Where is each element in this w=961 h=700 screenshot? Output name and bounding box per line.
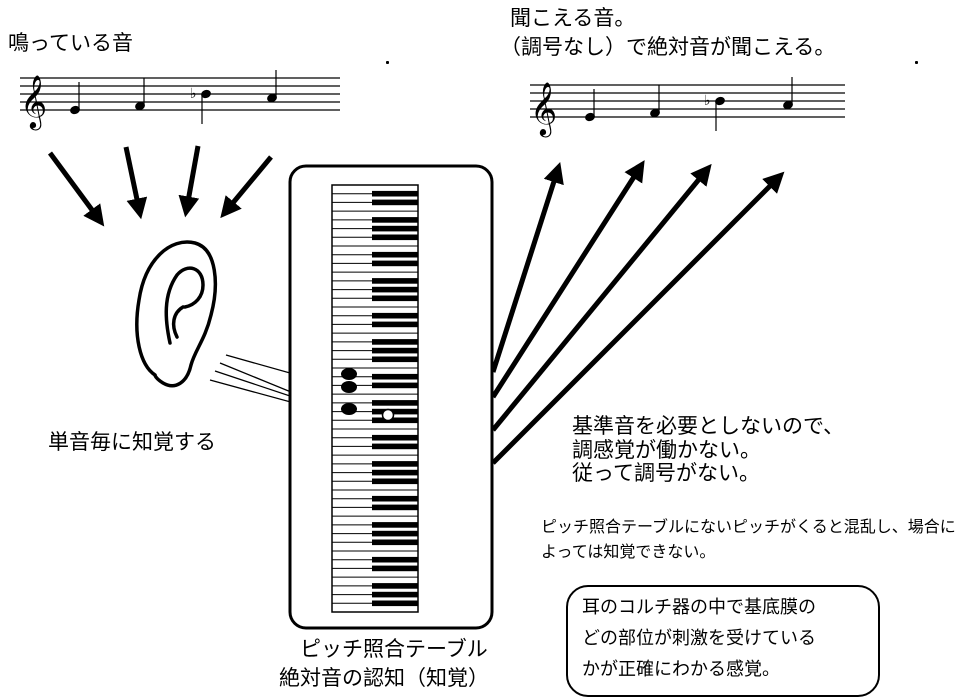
black-key: [372, 583, 418, 589]
ear-icon: [135, 240, 217, 388]
arrow-in-3: [178, 145, 201, 218]
black-key: [372, 400, 418, 406]
black-key: [372, 495, 418, 502]
arrow-in-1: [47, 151, 105, 227]
black-key: [372, 408, 418, 415]
flat-icon: ♭: [190, 86, 197, 102]
flat-icon: ♭: [704, 93, 711, 109]
sounding-staff: 𝄞 ♭: [20, 70, 340, 130]
pitch-table-label: ピッチ照合テーブル: [300, 637, 488, 661]
heard-notes-sublabel: （調号なし）で絶対音が聞こえる。: [500, 35, 836, 59]
black-key: [372, 591, 418, 598]
treble-clef-icon: 𝄞: [530, 81, 557, 137]
arrow-out-1: [490, 161, 564, 373]
black-key: [372, 461, 418, 467]
absolute-recognition-label: 絶対音の認知（知覚）: [279, 666, 489, 690]
staff-note-1: [585, 89, 595, 122]
cochlea-callout: 耳のコルチ器の中で基底膜の どの部位が刺激を受けている かが正確にわかる感覚。: [566, 585, 880, 697]
staff-note-2: [135, 78, 145, 111]
black-key: [372, 321, 418, 328]
black-key: [372, 443, 418, 450]
heard-notes-label: 聞こえる音。: [510, 6, 636, 30]
staff-note-4: [267, 70, 277, 103]
black-key: [372, 217, 418, 223]
black-key: [372, 469, 418, 476]
sounding-notes-label: 鳴っている音: [8, 31, 133, 55]
black-key: [372, 434, 418, 441]
black-key: [372, 539, 418, 546]
pitch-table-keyboard: [288, 164, 494, 630]
staff-note-2: [650, 85, 660, 118]
arrow-out-3: [491, 163, 712, 432]
no-key-signature-text: 基準音を必要としないので、 調感覚が働かない。 従って調号がない。: [572, 414, 845, 486]
black-key: [372, 190, 418, 197]
staff-note-3: [715, 96, 725, 131]
black-key: [372, 530, 418, 537]
black-key: [372, 347, 418, 354]
pitch-markers: [341, 368, 395, 422]
black-key: [372, 199, 418, 206]
each-note-label: 単音毎に知覚する: [48, 430, 216, 454]
arrow-in-4: [220, 155, 273, 219]
black-key: [372, 373, 418, 380]
black-key: [372, 251, 418, 258]
heard-staff: 𝄞 ♭: [530, 77, 845, 137]
black-key: [372, 225, 418, 232]
black-key: [372, 295, 418, 302]
black-key: [372, 417, 418, 424]
arrow-in-2: [123, 146, 148, 220]
arrow-out-2: [490, 160, 645, 399]
black-key: [372, 565, 418, 572]
black-key: [372, 600, 418, 607]
confusion-note: ピッチ照合テーブルにないピッチがくると混乱し、場合によっては知覚できない。: [541, 517, 956, 561]
staff-note-1: [70, 82, 80, 115]
staff-note-4: [783, 77, 793, 110]
black-key: [372, 382, 418, 389]
stray-dot: [915, 61, 918, 64]
black-key: [372, 556, 418, 563]
staff-note-3: [201, 89, 211, 124]
treble-clef-icon: 𝄞: [20, 74, 47, 130]
black-key: [372, 312, 418, 319]
black-key: [372, 504, 418, 511]
black-key: [372, 234, 418, 241]
black-key: [372, 478, 418, 485]
black-key: [372, 522, 418, 528]
black-key: [372, 286, 418, 293]
arrow-out-4: [491, 171, 785, 465]
stray-dot: [386, 61, 389, 64]
black-key: [372, 339, 418, 345]
black-key: [372, 260, 418, 267]
black-key: [372, 278, 418, 284]
black-key: [372, 356, 418, 363]
